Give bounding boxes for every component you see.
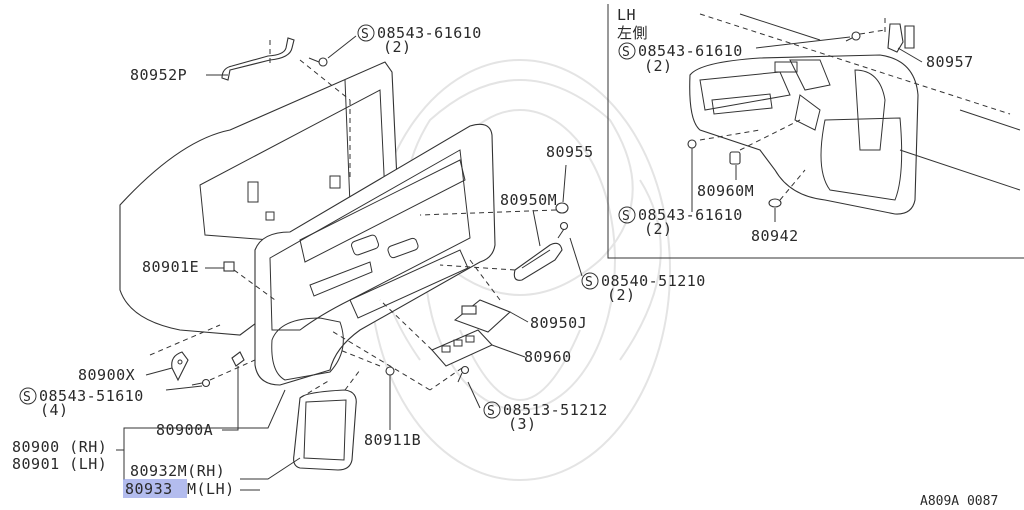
svg-text:S: S xyxy=(622,45,630,60)
screw-icon xyxy=(308,57,328,67)
label-pocket-rh: 80932M(RH) xyxy=(130,462,225,480)
screw-symbol-icon: S xyxy=(357,24,375,42)
figure-code: A809A 0087 xyxy=(920,494,998,509)
screw-icon xyxy=(191,378,211,388)
label-clip-80901e: 80901E xyxy=(142,258,199,276)
svg-text:S: S xyxy=(622,209,630,224)
svg-text:S: S xyxy=(487,404,495,419)
label-screw-top: 08543-61610 xyxy=(377,24,482,42)
clip-icon xyxy=(729,151,741,165)
screw-symbol-icon: S xyxy=(581,272,599,290)
label-clip-b: 80911B xyxy=(364,431,421,449)
label-escutcheon: 80950M xyxy=(500,191,557,209)
screw-icon xyxy=(557,221,569,239)
inset-screw-bottom-label: 08543-61610 xyxy=(638,206,743,224)
label-screw-51610-qty: (4) xyxy=(40,401,69,419)
inset-bracket-label: 80957 xyxy=(926,53,974,71)
screw-icon xyxy=(845,31,861,42)
main-door-diagram: S 08543-61610 (2) 80952P 80955 80950M S … xyxy=(12,24,998,509)
inset-screw-top-label: 08543-61610 xyxy=(638,42,743,60)
clip-icon xyxy=(555,202,569,214)
label-switch-trim: 80950J xyxy=(530,314,587,332)
inset-subtitle: 左側 xyxy=(617,24,648,42)
label-screw-51212: 08513-51212 xyxy=(503,401,608,419)
label-screw-51610: 08543-51610 xyxy=(39,387,144,405)
screw-icon xyxy=(687,139,697,158)
inset-screw-top-qty: (2) xyxy=(644,57,673,75)
label-pocket-lh-part[interactable]: 80933 xyxy=(125,480,173,498)
bracket-icon xyxy=(171,351,189,382)
inset-cap-label: 80942 xyxy=(751,227,799,245)
label-finisher-lh: 80901 (LH) xyxy=(12,455,107,473)
screw-symbol-icon: S xyxy=(618,42,636,60)
label-screw-51210-qty: (2) xyxy=(607,286,636,304)
highlight-box xyxy=(123,479,187,498)
label-switch: 80960 xyxy=(524,348,572,366)
inset-title: LH xyxy=(617,6,636,24)
inset-lh-panel: LH 左側 S 08543-61610 (2) 80957 80960M S 0… xyxy=(607,4,1024,259)
svg-text:S: S xyxy=(23,390,31,405)
clip-icon xyxy=(231,351,245,374)
label-screw-51210: 08540-51210 xyxy=(601,272,706,290)
label-clip-80955: 80955 xyxy=(546,143,594,161)
label-finisher-rh: 80900 (RH) xyxy=(12,438,107,456)
label-bracket-x: 80900X xyxy=(78,366,135,384)
svg-text:S: S xyxy=(585,275,593,290)
label-pull-handle: 80952P xyxy=(130,66,187,84)
label-screw-top-qty: (2) xyxy=(383,38,412,56)
clip-icon xyxy=(223,261,235,272)
cap-icon xyxy=(768,198,782,208)
screw-symbol-icon: S xyxy=(19,387,37,405)
label-clip-a: 80900A xyxy=(156,421,213,439)
svg-text:S: S xyxy=(361,27,369,42)
screw-symbol-icon: S xyxy=(618,206,636,224)
clip-icon xyxy=(385,366,395,383)
label-screw-51212-qty: (3) xyxy=(508,415,537,433)
inset-screw-bottom-qty: (2) xyxy=(644,220,673,238)
inset-clip-label: 80960M xyxy=(697,182,754,200)
screw-icon xyxy=(457,365,470,383)
screw-symbol-icon: S xyxy=(483,401,501,419)
label-pocket-lh-suffix: M(LH) xyxy=(187,480,235,498)
